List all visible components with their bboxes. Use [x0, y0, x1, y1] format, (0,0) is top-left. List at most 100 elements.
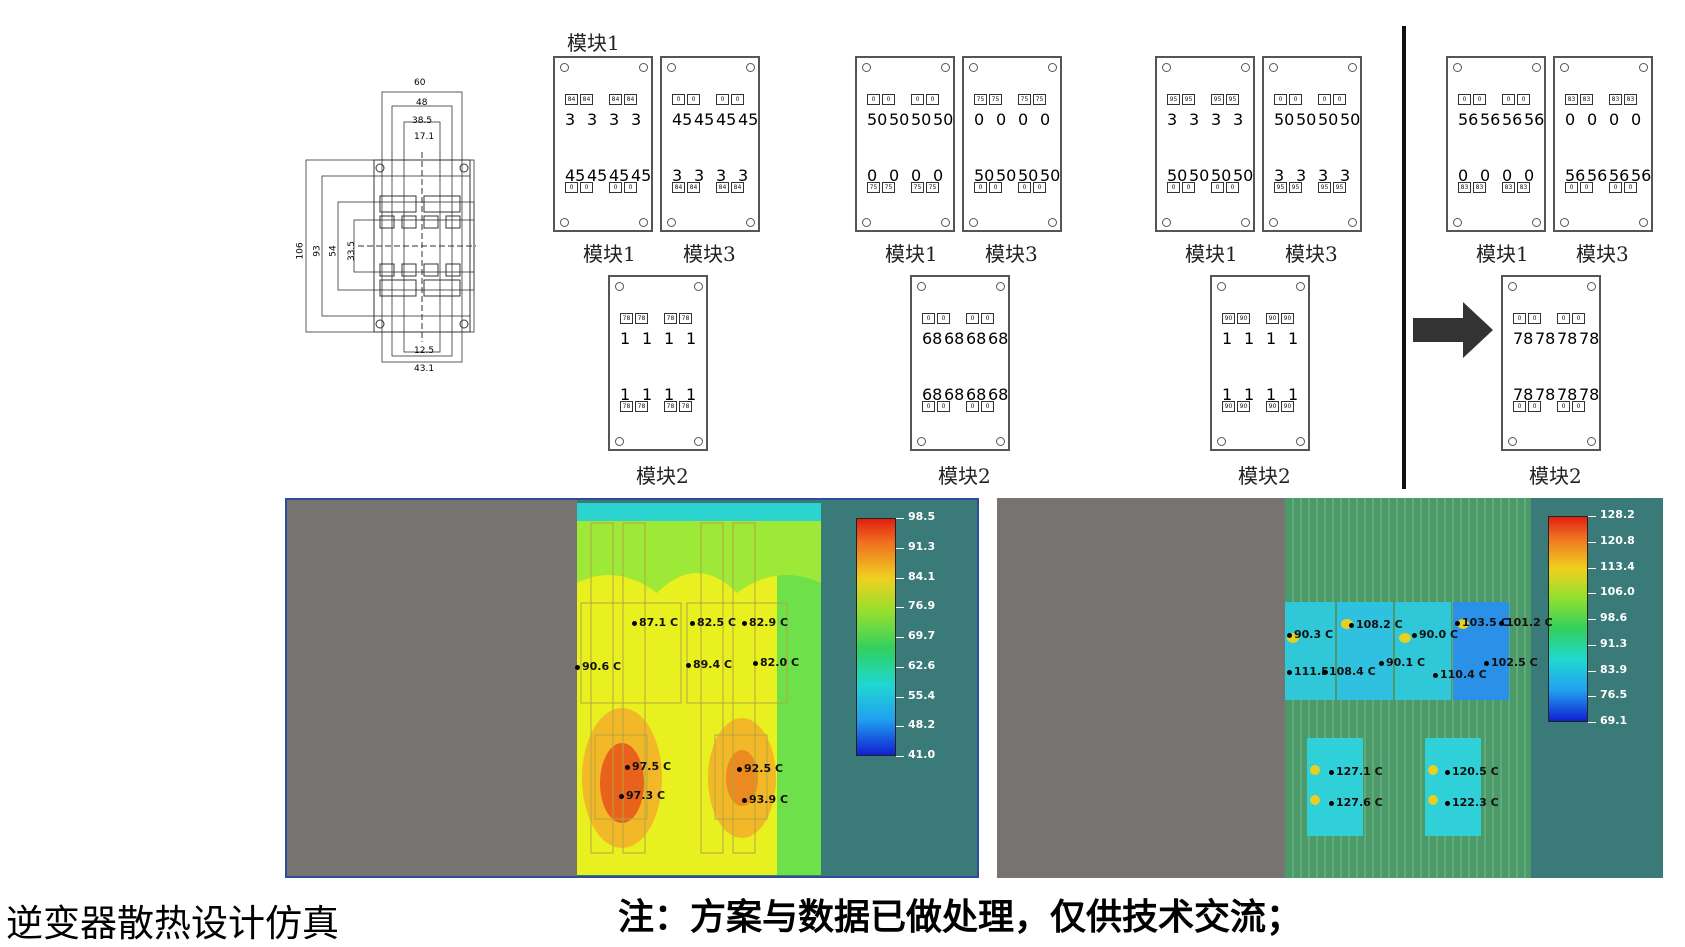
temperature-probe: 90.1 C	[1379, 656, 1425, 669]
terminal-value: 0	[981, 313, 994, 324]
mount-hole	[996, 282, 1005, 291]
terminal-value: 75	[911, 182, 924, 193]
arrow-right-icon	[1413, 302, 1493, 358]
terminal-single: 50	[911, 110, 932, 129]
mount-hole	[1587, 437, 1596, 446]
terminal-value: 0	[937, 313, 950, 324]
legend-tick-mark	[896, 518, 904, 519]
terminal-single: 0	[1524, 166, 1535, 185]
module-label: 模块2	[938, 464, 991, 488]
legend-tick-mark	[1588, 619, 1596, 620]
terminal-single: 1	[642, 329, 653, 348]
terminal-single: 56	[1502, 110, 1523, 129]
mount-hole	[1048, 218, 1057, 227]
terminal-single: 78	[1513, 385, 1534, 404]
dim-label-12-5: 12.5	[414, 346, 435, 356]
terminal-single: 78	[1535, 385, 1556, 404]
mount-hole	[1162, 218, 1171, 227]
terminal-single: 50	[1189, 166, 1210, 185]
legend-tick-mark	[896, 696, 904, 698]
terminal-single: 1	[1222, 385, 1233, 404]
legend-tick-label: 98.5	[908, 510, 936, 523]
terminal-single: 45	[631, 166, 652, 185]
terminal-single: 78	[1557, 329, 1578, 348]
temperature-probe: 127.1 C	[1329, 765, 1383, 778]
mount-hole	[969, 218, 978, 227]
mount-hole	[560, 63, 569, 72]
mount-hole	[560, 218, 569, 227]
mount-hole	[917, 437, 926, 446]
terminal-value: 83	[1473, 182, 1486, 193]
terminal-single: 50	[889, 110, 910, 129]
terminal-value: 0	[966, 313, 979, 324]
mount-hole	[941, 63, 950, 72]
mount-hole	[1269, 218, 1278, 227]
terminal-single: 3	[1167, 110, 1178, 129]
module-label: 模块3	[683, 242, 736, 266]
legend-tick-mark	[896, 637, 904, 638]
terminal-value: 84	[624, 94, 637, 105]
terminal-value: 0	[1182, 182, 1195, 193]
terminal-single: 50	[974, 166, 995, 185]
terminal-single: 78	[1513, 329, 1534, 348]
legend-tick-mark	[1588, 516, 1596, 517]
terminal-single: 0	[867, 166, 878, 185]
terminal-single: 68	[922, 329, 943, 348]
dim-label-33-5: 33.5	[347, 240, 358, 262]
terminal-value: 0	[966, 401, 979, 412]
gray-region	[287, 500, 577, 876]
terminal-single: 3	[587, 110, 598, 129]
terminal-value: 0	[609, 182, 622, 193]
temperature-probe: 92.5 C	[737, 762, 783, 775]
dim-label-43-1: 43.1	[414, 364, 435, 374]
terminal-single: 1	[1244, 329, 1255, 348]
mount-hole	[996, 437, 1005, 446]
terminal-single: 0	[1480, 166, 1491, 185]
terminal-value: 0	[1557, 313, 1570, 324]
mount-hole	[969, 63, 978, 72]
temperature-probe: 101.2 C	[1499, 616, 1553, 629]
terminal-value: 84	[716, 182, 729, 193]
terminal-single: 45	[672, 110, 693, 129]
terminal-single: 3	[1340, 166, 1351, 185]
terminal-single: 45	[565, 166, 586, 185]
mount-hole	[1217, 437, 1226, 446]
terminal-single: 0	[889, 166, 900, 185]
terminal-value: 83	[1458, 182, 1471, 193]
legend-tick-mark	[896, 726, 904, 728]
